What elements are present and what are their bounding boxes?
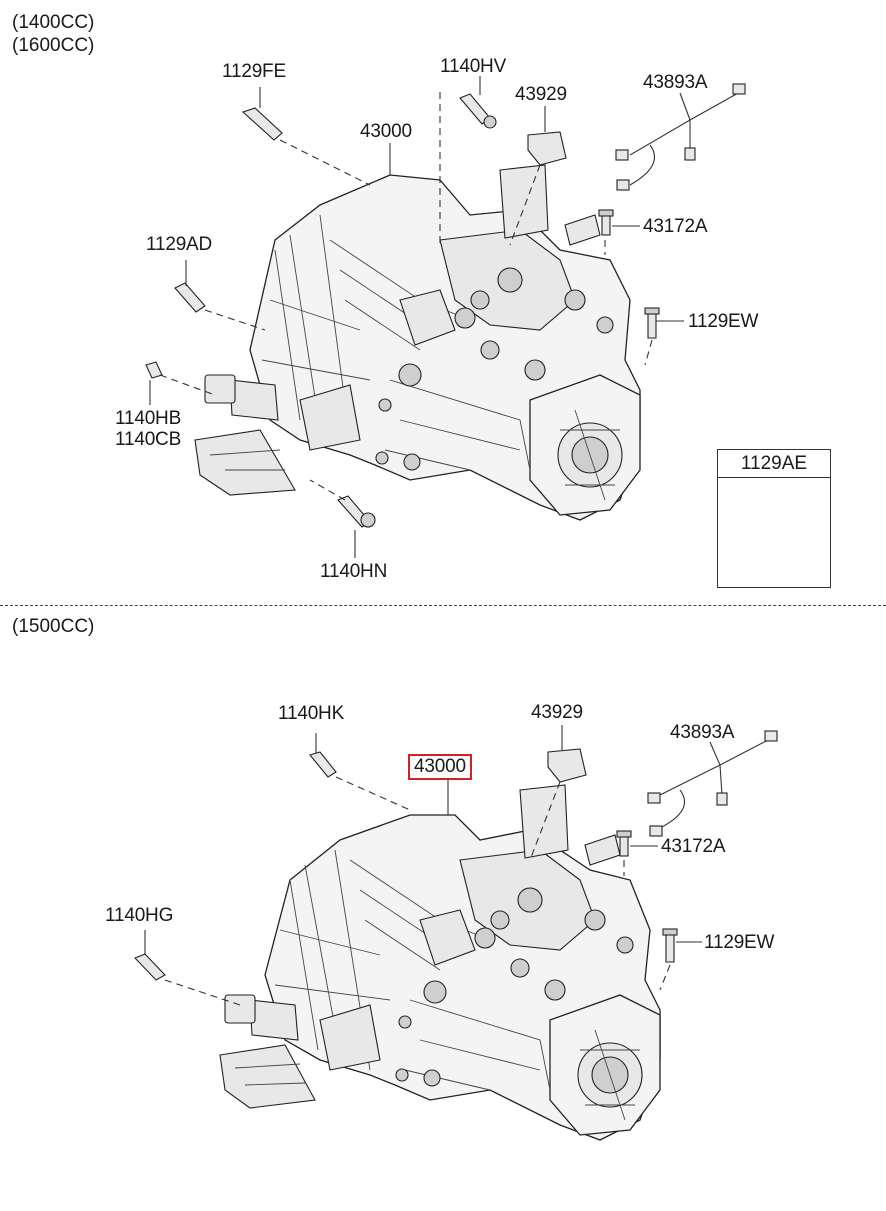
- part-label-1129fe[interactable]: 1129FE: [222, 61, 286, 82]
- part-label-43172a-top[interactable]: 43172A: [643, 216, 708, 237]
- part-label-1140cb[interactable]: 1140CB: [115, 429, 182, 450]
- part-label-1140hb[interactable]: 1140HB: [115, 408, 182, 429]
- part-label-1140hg[interactable]: 1140HG: [105, 905, 174, 926]
- part-label-1129ew-top[interactable]: 1129EW: [688, 311, 759, 332]
- part-label-1140hn[interactable]: 1140HN: [320, 561, 388, 582]
- part-label-43893a-bottom[interactable]: 43893A: [670, 722, 735, 743]
- section-divider: [0, 605, 886, 606]
- part-label-1129ad[interactable]: 1129AD: [146, 234, 213, 255]
- legend-box-1129ae: 1129AE: [717, 449, 831, 588]
- part-label-43929-top[interactable]: 43929: [515, 84, 567, 105]
- part-label-43893a-top[interactable]: 43893A: [643, 72, 708, 93]
- legend-title[interactable]: 1129AE: [718, 450, 830, 478]
- part-label-43929-bottom[interactable]: 43929: [531, 702, 583, 723]
- part-label-43000-top[interactable]: 43000: [360, 121, 412, 142]
- variant-label-1400cc: (1400CC): [12, 12, 95, 33]
- bottom-transaxle-drawing: [134, 725, 778, 1141]
- part-label-1140hv[interactable]: 1140HV: [440, 56, 507, 77]
- variant-label-1500cc: (1500CC): [12, 616, 95, 637]
- part-label-1129ew-bottom[interactable]: 1129EW: [704, 932, 775, 953]
- top-transaxle-drawing: [145, 76, 746, 558]
- part-label-43172a-bottom[interactable]: 43172A: [661, 836, 726, 857]
- part-label-1140hk[interactable]: 1140HK: [278, 703, 345, 724]
- part-label-43000-bottom-highlighted[interactable]: 43000: [408, 754, 472, 780]
- variant-label-1600cc: (1600CC): [12, 35, 95, 56]
